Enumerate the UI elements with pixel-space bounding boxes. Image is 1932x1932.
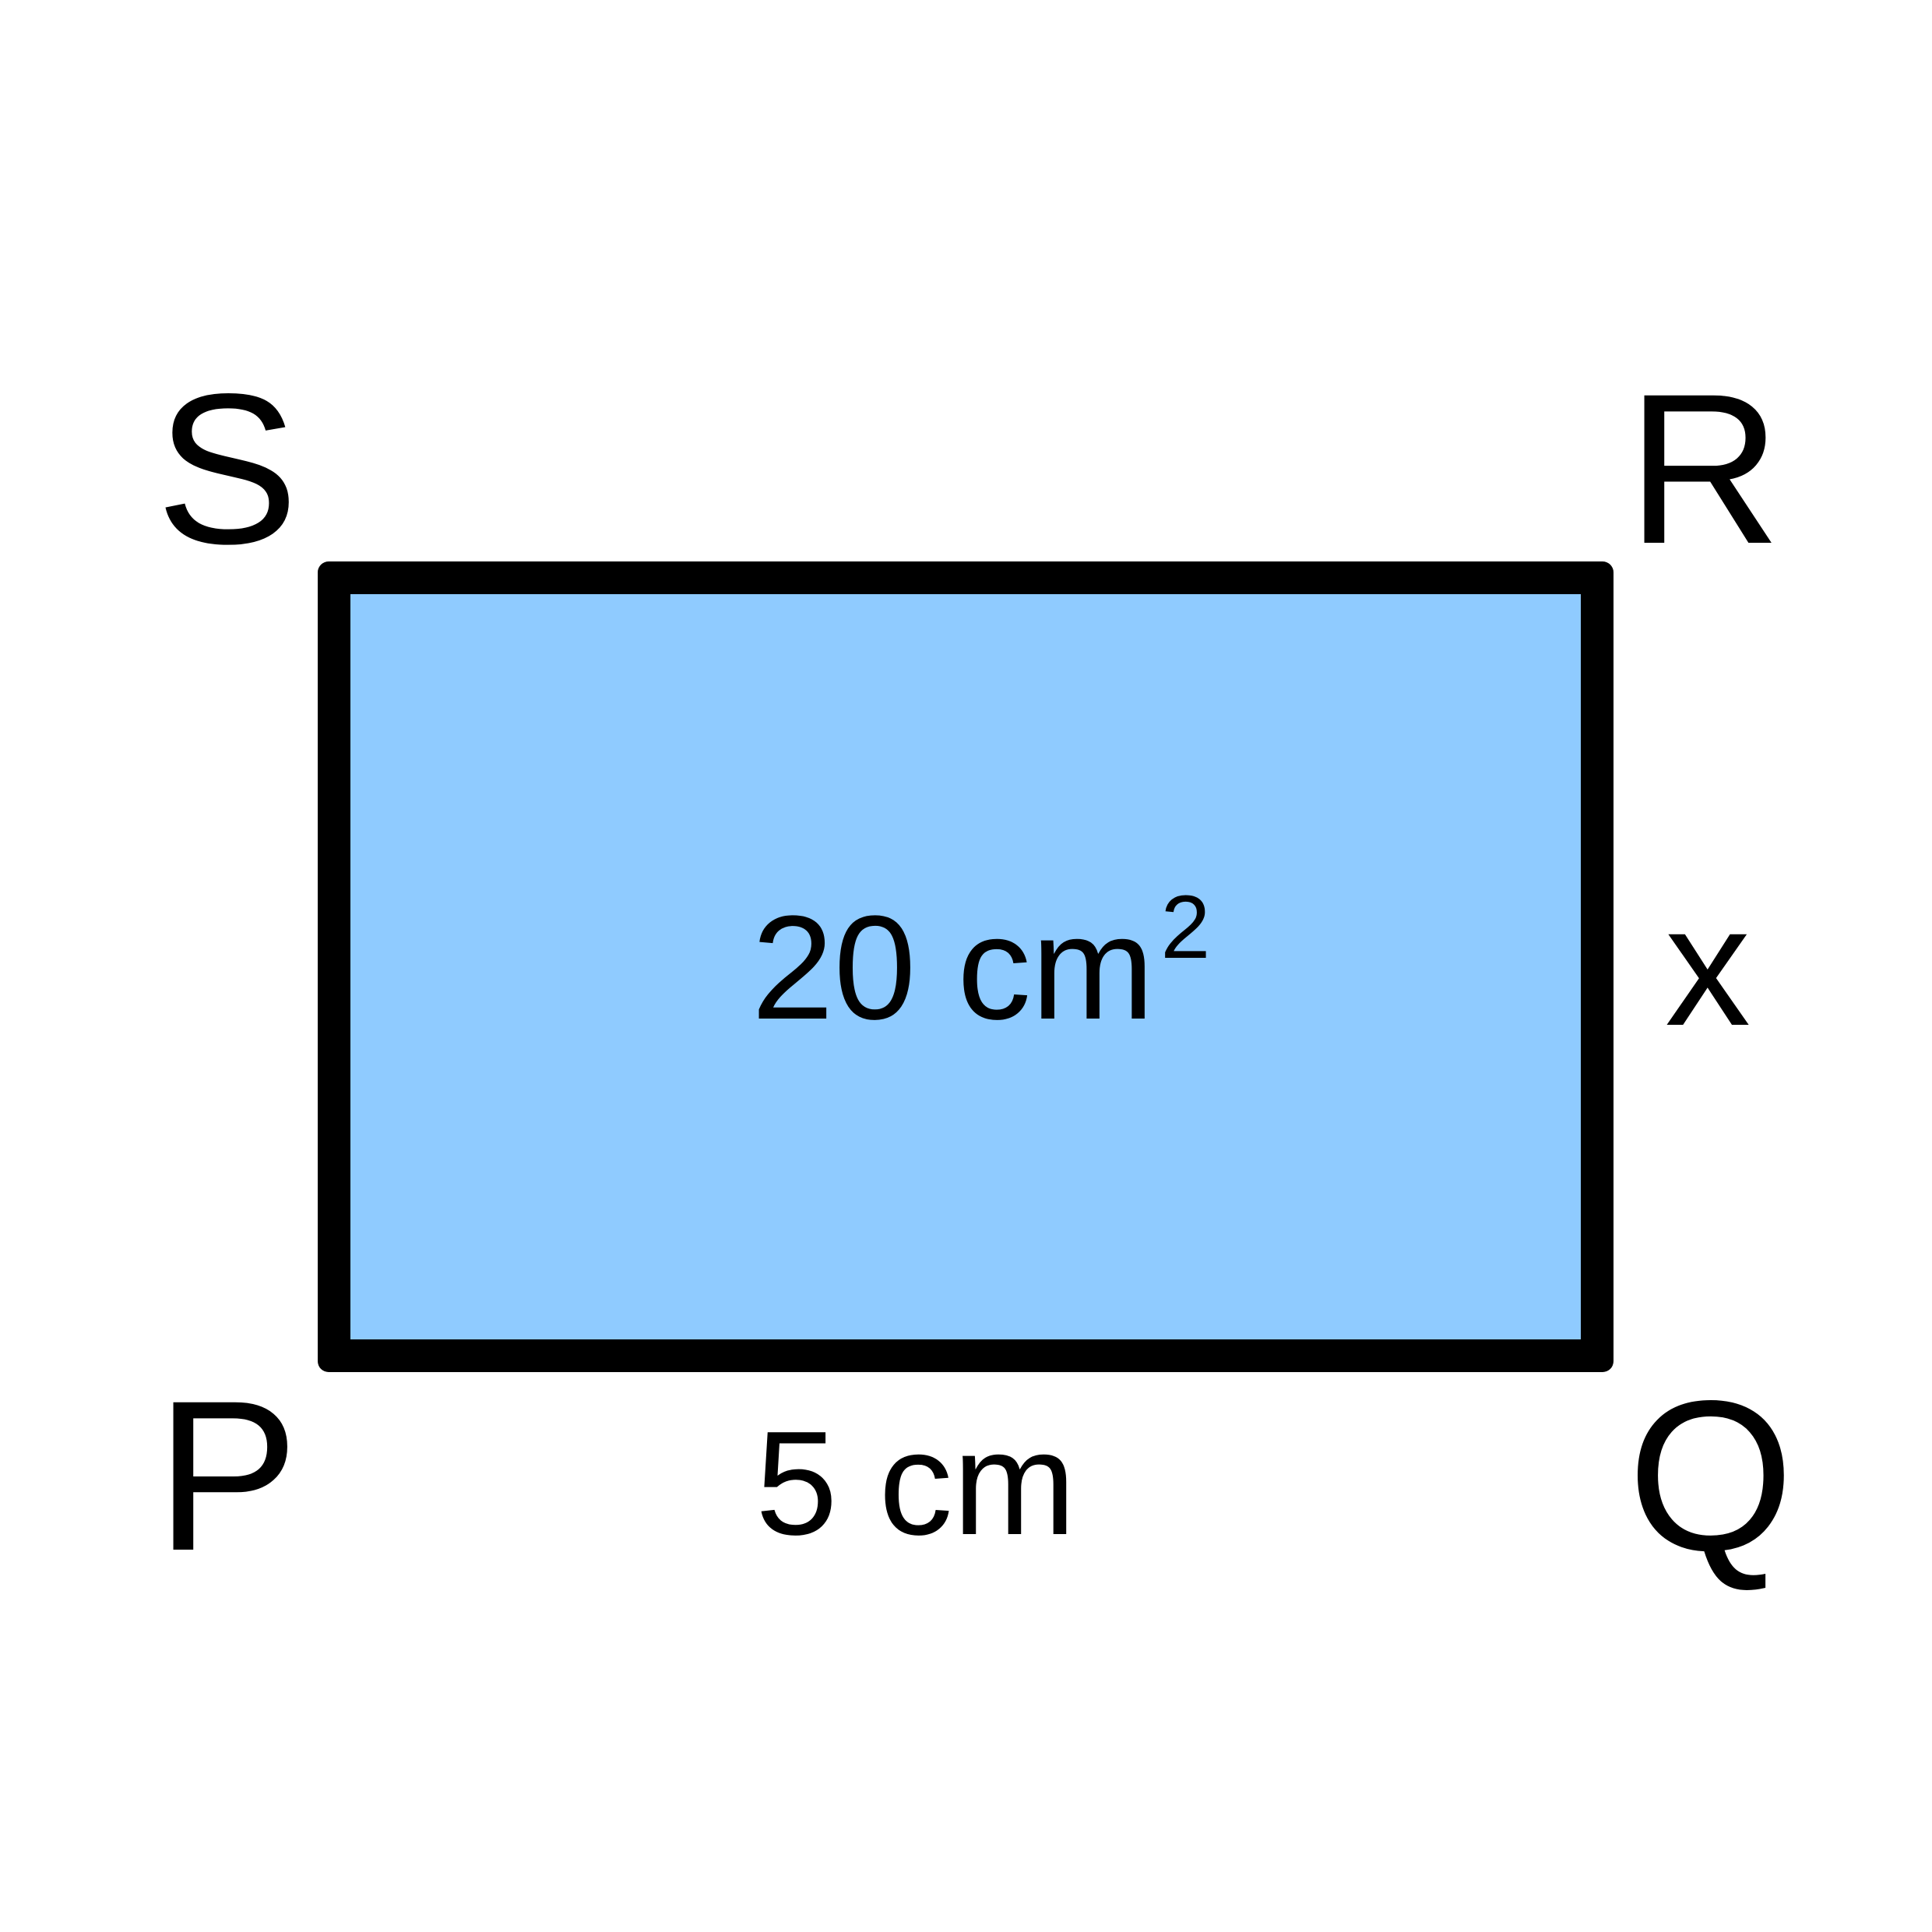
height-variable-label: x [1665, 870, 1751, 1061]
rectangle-pqrs [318, 561, 1614, 1372]
vertex-label-q: Q [1628, 1357, 1794, 1596]
base-length-label: 5 cm [755, 1401, 1076, 1566]
vertex-label-r: R [1627, 350, 1782, 589]
vertex-label-p: P [156, 1357, 299, 1596]
area-unit-superscript: 2 [1160, 878, 1211, 977]
vertex-label-s: S [156, 350, 299, 589]
area-label: 20 cm2 [751, 883, 1210, 1043]
area-value: 20 cm [751, 885, 1155, 1050]
